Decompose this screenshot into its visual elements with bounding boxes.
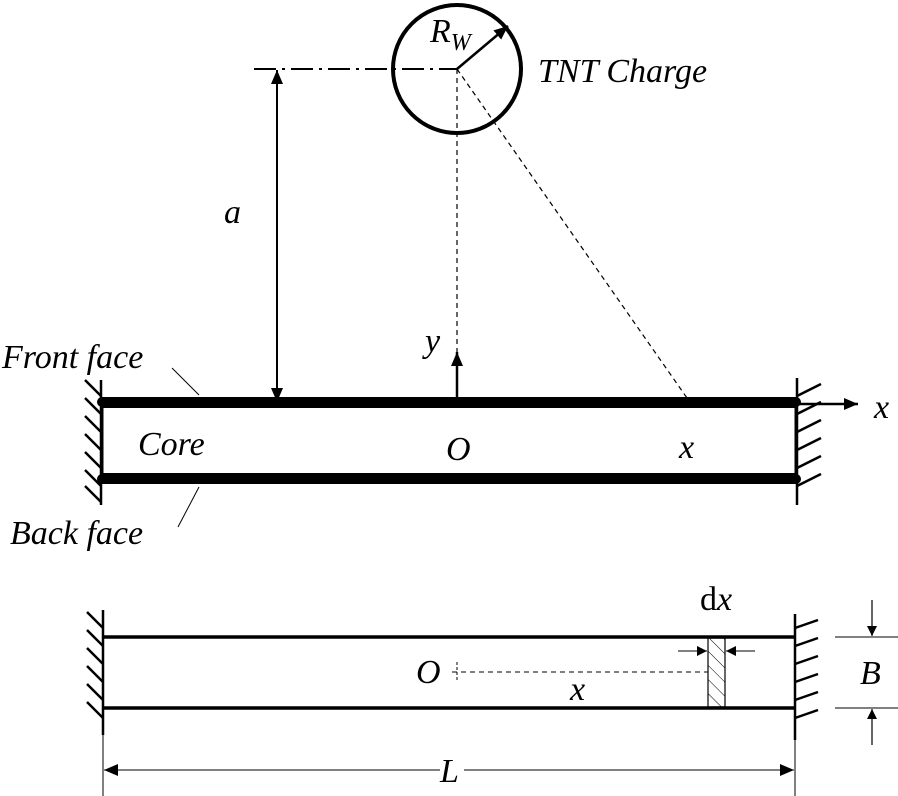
- hatched-element-dx: [707, 637, 726, 708]
- back-face-leader: [177, 486, 200, 528]
- charge-slant-dashed-line: [456, 68, 688, 399]
- x-distance-label: x: [569, 671, 585, 708]
- dx-label: dx: [700, 581, 732, 618]
- plan-origin-label: O: [416, 654, 441, 691]
- y-axis-label: y: [422, 323, 441, 360]
- length-label: L: [439, 753, 459, 790]
- right-clamped-support: [795, 378, 822, 505]
- standoff-label: a: [224, 194, 241, 231]
- x-axis-label: x: [873, 389, 889, 426]
- radius-arrow: [456, 25, 509, 70]
- plan-view: dx O x B L: [86, 581, 898, 796]
- back-face: [101, 473, 797, 484]
- plan-left-support: [86, 610, 105, 735]
- elevation-view: RW TNT Charge a: [1, 3, 889, 552]
- front-face-leader: [171, 367, 200, 396]
- plan-right-support: [793, 614, 819, 740]
- front-face-label: Front face: [1, 339, 143, 376]
- left-clamped-support: [84, 379, 103, 505]
- width-label: B: [860, 655, 881, 692]
- origin-label: O: [446, 431, 471, 468]
- front-face: [101, 397, 797, 408]
- x-position-label: x: [678, 429, 694, 466]
- tnt-charge-label: TNT Charge: [538, 53, 707, 90]
- core-label: Core: [138, 426, 205, 463]
- radius-label: RW: [429, 13, 473, 56]
- back-face-label: Back face: [10, 515, 143, 552]
